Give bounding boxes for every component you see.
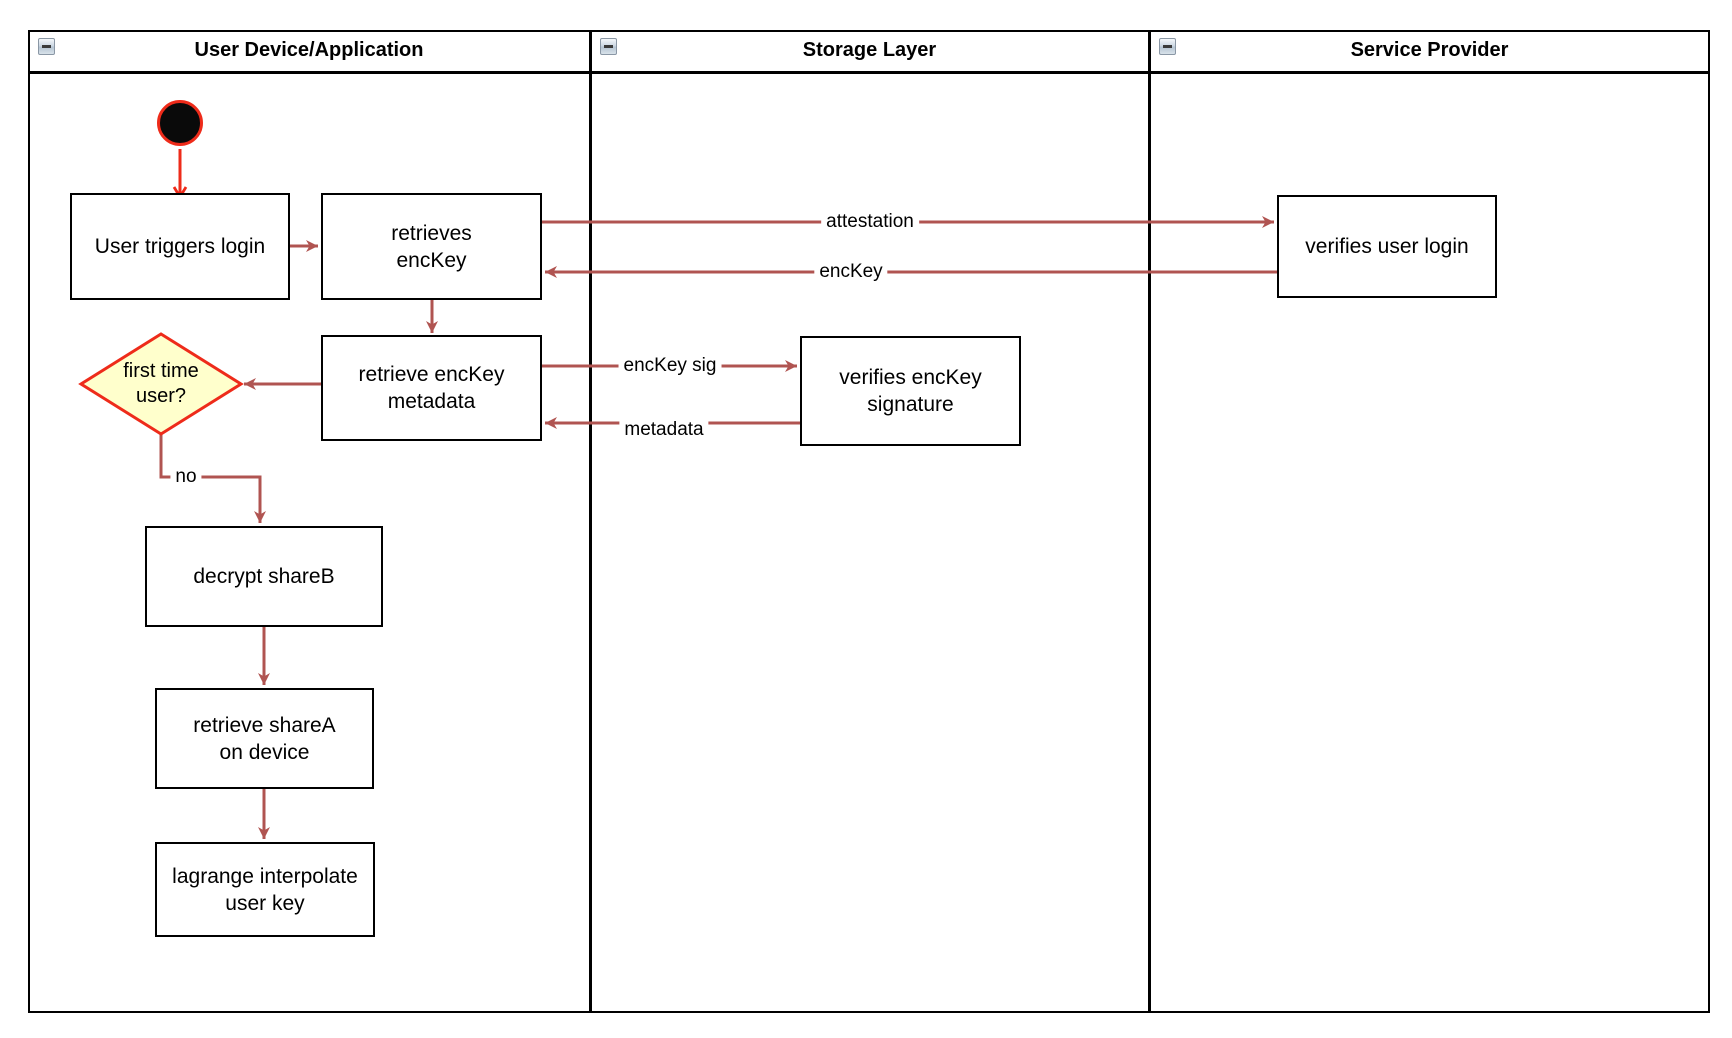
collapse-minus-icon[interactable] <box>600 38 617 55</box>
lane-title: Service Provider <box>1350 39 1509 61</box>
node-verifies-user-login[interactable]: verifies user login <box>1277 195 1497 298</box>
node-label: verifies encKey signature <box>839 366 982 416</box>
lane-header-storage-layer[interactable]: Storage Layer <box>590 30 1149 71</box>
minus-icon <box>1163 45 1172 48</box>
node-label: lagrange interpolate user key <box>172 864 358 915</box>
lane-title: Storage Layer <box>802 39 937 61</box>
lane-header-user-device[interactable]: User Device/Application <box>28 30 590 71</box>
lane-header-divider <box>28 71 1710 74</box>
decision-first-time-user[interactable] <box>78 332 244 436</box>
node-label: decrypt shareB <box>193 565 335 588</box>
node-label: verifies user login <box>1305 235 1469 258</box>
node-label: retrieve shareA on device <box>193 713 336 764</box>
minus-icon <box>42 45 51 48</box>
edge-label-enckey-sig: encKey sig <box>618 355 722 377</box>
collapse-minus-icon[interactable] <box>38 38 55 55</box>
node-retrieve-sharea[interactable]: retrieve shareA on device <box>155 688 374 789</box>
lane-divider-2 <box>1148 30 1151 1013</box>
lane-divider-1 <box>589 30 592 1013</box>
node-retrieves-enckey[interactable]: retrieves encKey <box>321 193 542 300</box>
node-decrypt-shareb[interactable]: decrypt shareB <box>145 526 383 627</box>
node-label: User triggers login <box>94 235 266 258</box>
node-lagrange-interpolate[interactable]: lagrange interpolate user key <box>155 842 375 937</box>
edge-label-attestation: attestation <box>821 211 919 233</box>
edge-label-no: no <box>170 466 202 488</box>
edge-label-metadata: metadata <box>619 419 709 441</box>
minus-icon <box>604 45 613 48</box>
node-verifies-enckey-signature[interactable]: verifies encKey signature <box>800 336 1021 446</box>
node-label: retrieve encKey metadata <box>358 363 505 413</box>
lane-title: User Device/Application <box>194 39 424 61</box>
lane-header-service-provider[interactable]: Service Provider <box>1149 30 1710 71</box>
node-retrieve-enckey-metadata[interactable]: retrieve encKey metadata <box>321 335 542 441</box>
decision-label: first time user? <box>123 360 199 407</box>
start-node[interactable] <box>157 100 203 146</box>
node-user-triggers-login[interactable]: User triggers login <box>70 193 290 300</box>
node-label: retrieves encKey <box>391 221 472 272</box>
edge-label-enckey: encKey <box>814 261 888 283</box>
collapse-minus-icon[interactable] <box>1159 38 1176 55</box>
